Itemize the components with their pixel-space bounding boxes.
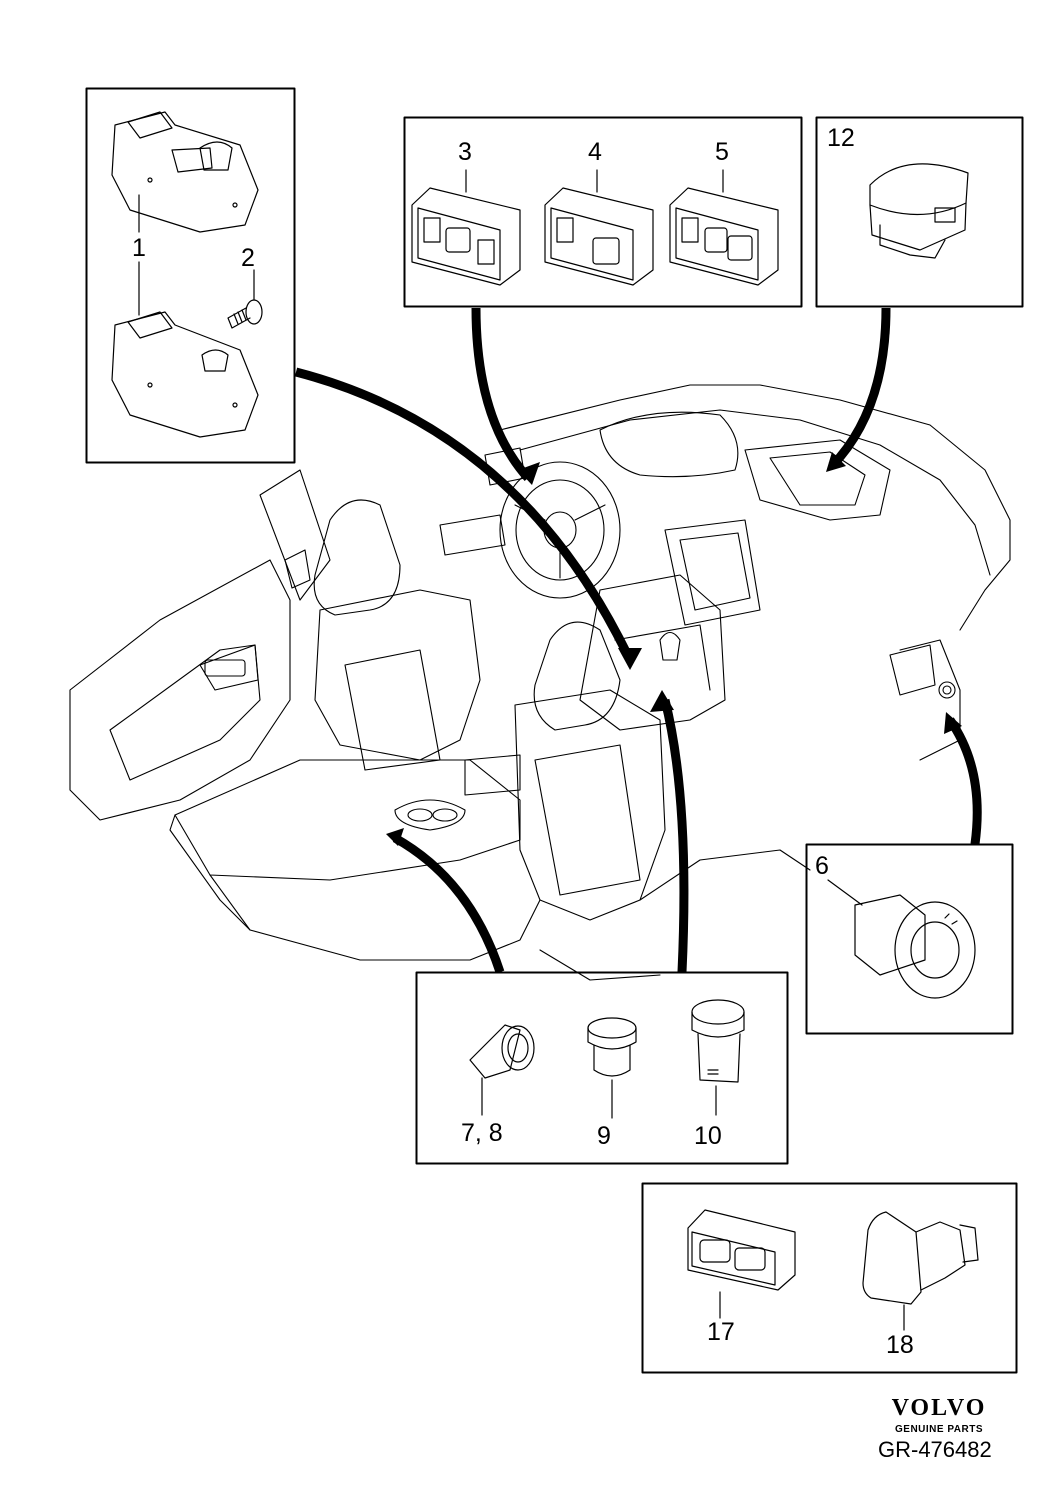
part-18-button: [862, 1211, 979, 1305]
callout-3: 3: [458, 138, 472, 166]
part-3-switch: [411, 187, 521, 286]
parts-box-window-switches: [85, 87, 296, 464]
diagram-reference: GR-476482: [878, 1437, 992, 1462]
part-9-cap: [587, 1017, 637, 1077]
part-1-lower-switch: [111, 311, 259, 438]
part-7-8-socket: [469, 1024, 535, 1079]
part-6-knob: [854, 894, 976, 999]
callout-12: 12: [827, 124, 855, 152]
car-interior-illustration: [69, 384, 1011, 981]
brand-tagline: GENUINE PARTS: [895, 1424, 983, 1435]
part-2-screw: [227, 299, 263, 329]
part-10-socket: [691, 999, 745, 1083]
parts-box-console-switches: [403, 116, 803, 308]
part-12-button: [869, 163, 969, 259]
volvo-logo: VOLVO GENUINE PARTS: [880, 1395, 998, 1435]
callout-2: 2: [241, 244, 255, 272]
part-4-switch: [544, 187, 654, 286]
callout-1: 1: [132, 234, 146, 262]
callout-10: 10: [694, 1122, 722, 1150]
leader-arrows: [294, 307, 982, 974]
parts-box-rotary-control: [805, 843, 1014, 1035]
arrow-heads: [386, 452, 962, 846]
callout-6: 6: [815, 852, 829, 880]
brand-name: VOLVO: [891, 1395, 987, 1421]
part-17-tailgate-switch: [687, 1209, 796, 1291]
parts-box-start-button: [815, 116, 1024, 308]
callout-18: 18: [886, 1331, 914, 1359]
parts-box-sockets: [415, 971, 789, 1165]
part-1-upper-switch: [111, 111, 259, 233]
callout-5: 5: [715, 138, 729, 166]
callout-7-8: 7, 8: [461, 1119, 503, 1147]
callout-4: 4: [588, 138, 602, 166]
callout-9: 9: [597, 1122, 611, 1150]
parts-box-tailgate-switches: [641, 1182, 1018, 1374]
callout-17: 17: [707, 1318, 735, 1346]
part-5-switch: [669, 187, 779, 286]
